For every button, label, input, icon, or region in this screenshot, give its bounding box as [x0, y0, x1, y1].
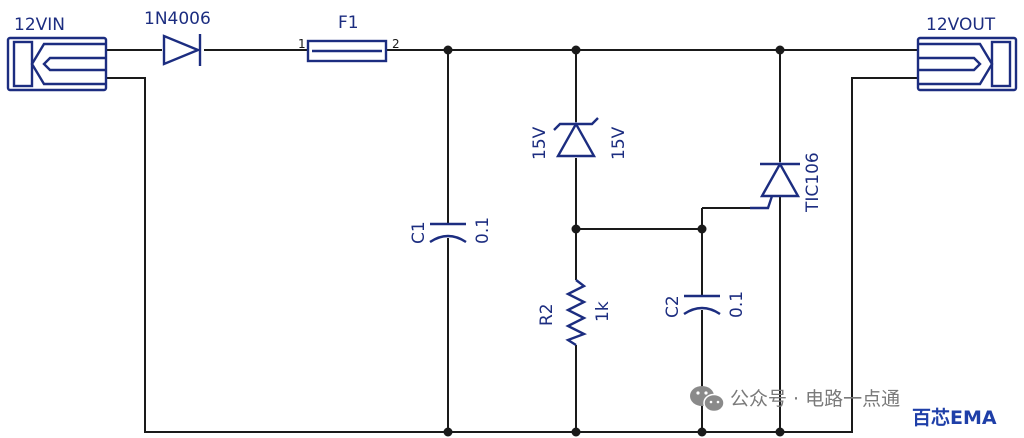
- fuse-f1: F1 1 2: [298, 13, 400, 63]
- wires: [106, 49, 918, 433]
- junction-dot: [443, 45, 453, 55]
- junction-dot: [775, 45, 785, 55]
- junction-dot: [775, 427, 785, 437]
- resistor-r2: R2 1k: [537, 279, 613, 347]
- fuse-label: F1: [338, 13, 359, 33]
- wire-input-return: [106, 77, 918, 433]
- junction-dots: [443, 45, 785, 437]
- capacitor-c2: C2 0.1: [663, 291, 747, 318]
- c1-ref-label: C1: [409, 221, 429, 244]
- input-connector: 12VIN: [6, 15, 108, 92]
- capacitor-c1: C1 0.1: [409, 217, 493, 244]
- junction-dot: [697, 427, 707, 437]
- output-connector: 12VOUT: [916, 15, 1018, 92]
- r2-ref-label: R2: [537, 303, 557, 326]
- diode-1n4006: 1N4006: [144, 9, 211, 66]
- input-connector-label: 12VIN: [14, 15, 65, 35]
- zener-label-left: 15V: [530, 126, 550, 160]
- c2-value-label: 0.1: [727, 291, 747, 318]
- zener-label-right: 15V: [609, 126, 629, 160]
- r2-value-label: 1k: [593, 301, 613, 322]
- c1-value-label: 0.1: [473, 217, 493, 244]
- junction-dot: [571, 427, 581, 437]
- zener-diode: 15V 15V: [530, 117, 629, 160]
- wechat-icon: [690, 386, 725, 413]
- junction-dot: [571, 45, 581, 55]
- junction-dot: [571, 224, 581, 234]
- watermark-text: 公众号 · 电路一点通: [730, 388, 900, 410]
- diode-label: 1N4006: [144, 9, 211, 29]
- output-connector-label: 12VOUT: [926, 15, 996, 35]
- watermark-brand: 百芯EMA: [912, 406, 997, 429]
- scr-label: TIC106: [803, 152, 823, 213]
- watermark: 公众号 · 电路一点通 百芯EMA: [690, 386, 997, 429]
- c2-ref-label: C2: [663, 295, 683, 318]
- junction-dot: [697, 224, 707, 234]
- fuse-pin2-label: 2: [392, 37, 400, 51]
- junction-dot: [443, 427, 453, 437]
- fuse-pin1-label: 1: [298, 37, 306, 51]
- scr-tic106: TIC106: [750, 152, 823, 213]
